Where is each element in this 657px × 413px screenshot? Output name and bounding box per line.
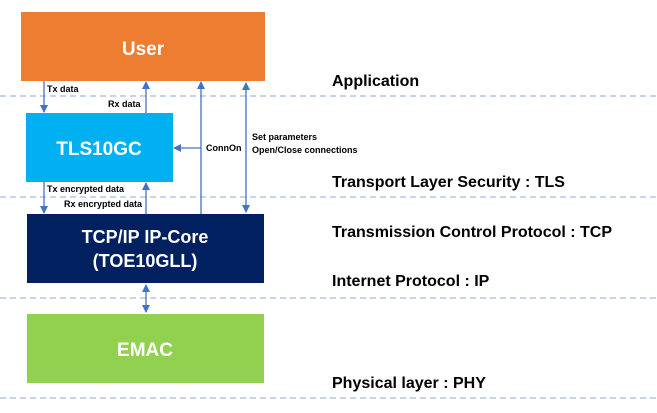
conn-on-label: ConnOn — [206, 143, 242, 153]
tx-encrypted-label: Tx encrypted data — [47, 184, 125, 194]
user-block — [21, 12, 265, 81]
layer-label-application: Application — [332, 73, 419, 90]
open-close-label: Open/Close connections — [252, 145, 358, 155]
layer-label-tls: Transport Layer Security : TLS — [332, 174, 565, 191]
tx-data-label: Tx data — [47, 84, 80, 94]
layer-label-phy: Physical layer : PHY — [332, 375, 486, 392]
tls-block-label: TLS10GC — [56, 139, 142, 160]
set-parameters-label: Set parameters — [252, 132, 317, 142]
layer-label-tcp: Transmission Control Protocol : TCP — [332, 224, 612, 241]
emac-block-label: EMAC — [117, 340, 173, 361]
rx-encrypted-label: Rx encrypted data — [64, 199, 143, 209]
tcp-ip-core-label-line1: TCP/IP IP-Core — [82, 227, 209, 247]
tls-block — [26, 113, 173, 182]
user-block-label: User — [122, 39, 165, 60]
tcp-ip-core-label-line2: (TOE10GLL) — [93, 251, 198, 271]
tcp-ip-core-block — [27, 214, 264, 283]
signal-arrows — [40, 81, 250, 313]
layer-label-ip: Internet Protocol : IP — [332, 273, 490, 290]
emac-block — [27, 314, 264, 383]
rx-data-label: Rx data — [108, 99, 142, 109]
